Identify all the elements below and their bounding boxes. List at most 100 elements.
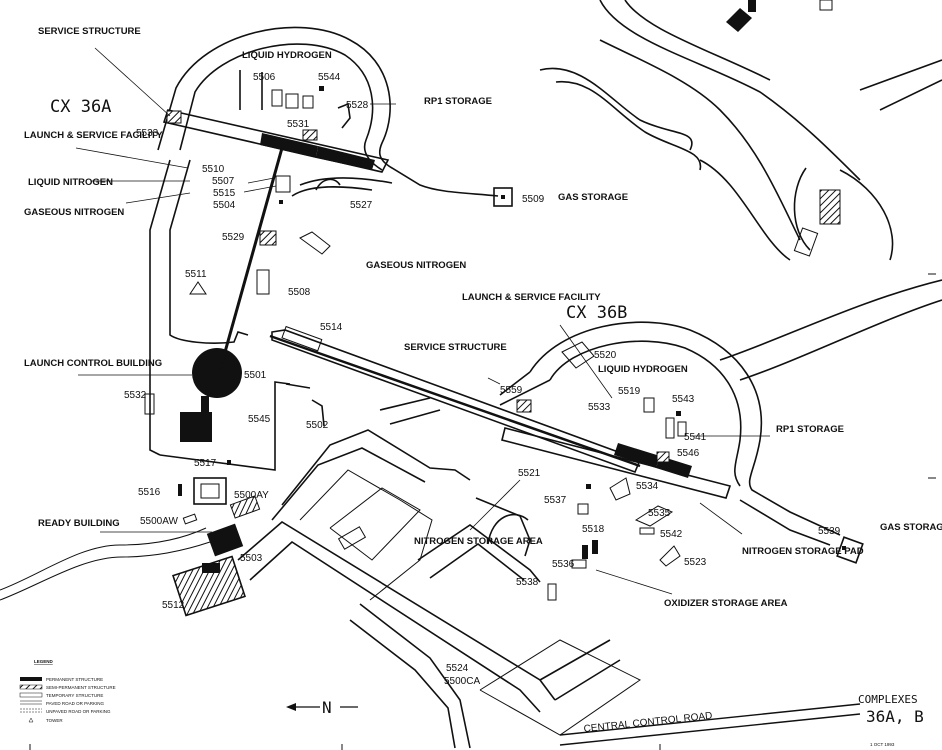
label-5541: 5541 — [684, 432, 707, 443]
label-5501: 5501 — [244, 370, 267, 381]
tower-icon — [28, 717, 34, 723]
label-gaseous-nitrogen-b: GASEOUS NITROGEN — [366, 260, 466, 271]
label-5510: 5510 — [202, 164, 225, 175]
label-liquid-hydrogen-b: LIQUID HYDROGEN — [598, 364, 688, 375]
label-5502: 5502 — [306, 420, 329, 431]
edge-ticks — [29, 273, 936, 750]
label-service-structure-a: SERVICE STRUCTURE — [38, 26, 141, 37]
legend-swatch-semi-permanent — [19, 684, 43, 690]
label-5518: 5518 — [582, 524, 605, 535]
label-5517: 5517 — [194, 458, 217, 469]
pad-36a-lower — [159, 381, 325, 617]
label-5512: 5512 — [162, 600, 185, 611]
label-5503: 5503 — [240, 553, 263, 564]
title-block: COMPLEXES 36A, B 1 OCT 1993 — [858, 693, 924, 747]
label-liquid-hydrogen-a: LIQUID HYDROGEN — [242, 50, 332, 61]
label-5538: 5538 — [516, 577, 539, 588]
legend-swatch-temporary — [19, 692, 43, 698]
label-5504: 5504 — [213, 200, 236, 211]
label-5559: 5559 — [500, 385, 523, 396]
label-5519: 5519 — [618, 386, 641, 397]
pad-36a-outline — [149, 26, 499, 456]
label-5545: 5545 — [248, 414, 271, 425]
label-5515: 5515 — [213, 188, 236, 199]
label-5516: 5516 — [138, 487, 161, 498]
label-5531: 5531 — [287, 119, 310, 130]
label-5529: 5529 — [222, 232, 245, 243]
label-5524: 5524 — [446, 663, 469, 674]
legend-item-tower: TOWER — [46, 718, 63, 723]
label-gas-storage-b: GAS STORAGE — [880, 522, 942, 533]
label-5500ca: 5500CA — [444, 676, 480, 687]
label-5536: 5536 — [552, 559, 575, 570]
title-date: 1 OCT 1993 — [870, 742, 895, 747]
label-5527: 5527 — [350, 200, 373, 211]
label-gas-storage-a: GAS STORAGE — [558, 192, 628, 203]
title-complexes: COMPLEXES — [858, 693, 918, 706]
pad-36a-structures — [189, 70, 351, 295]
label-5514: 5514 — [320, 322, 343, 333]
legend-swatch-permanent — [20, 677, 42, 681]
label-5511: 5511 — [185, 269, 207, 280]
label-5533-b: 5533 — [588, 402, 611, 413]
label-5520: 5520 — [594, 350, 617, 361]
central-roads — [237, 397, 556, 749]
label-rp1-storage-a: RP1 STORAGE — [424, 96, 492, 107]
lower-left-boundary — [0, 527, 211, 601]
label-nitrogen-storage-pad: NITROGEN STORAGE PAD — [742, 546, 864, 557]
launch-control-building — [144, 147, 284, 442]
label-cx-36b: CX 36B — [566, 303, 627, 323]
arrow-left-icon — [286, 703, 296, 711]
legend-item-temporary: TEMPORARY STRUCTURE — [46, 693, 103, 698]
label-5523: 5523 — [684, 557, 707, 568]
label-5528: 5528 — [346, 100, 369, 111]
label-5509: 5509 — [522, 194, 545, 205]
title-complex-numbers: 36A, B — [866, 707, 924, 726]
label-5546: 5546 — [677, 448, 700, 459]
label-5537: 5537 — [544, 495, 567, 506]
label-5533-a: 5533 — [136, 128, 159, 139]
label-5500aw: 5500AW — [140, 516, 179, 527]
label-oxidizer-storage-area: OXIDIZER STORAGE AREA — [664, 598, 788, 609]
legend-item-unpaved-road: UNPAVED ROAD OR PARKING — [46, 709, 111, 714]
label-launch-service-facility-a: LAUNCH & SERVICE FACILITY — [24, 130, 163, 141]
label-ready-building: READY BUILDING — [38, 518, 120, 529]
label-cx-36a: CX 36A — [50, 97, 111, 117]
label-5543: 5543 — [672, 394, 695, 405]
map-labels: CX 36A CX 36B SERVICE STRUCTURE LIQUID H… — [24, 26, 942, 735]
label-liquid-nitrogen: LIQUID NITROGEN — [28, 177, 113, 188]
label-5508: 5508 — [288, 287, 311, 298]
label-launch-service-facility-b: LAUNCH & SERVICE FACILITY — [462, 292, 601, 303]
label-nitrogen-storage-area: NITROGEN STORAGE AREA — [414, 536, 543, 547]
access-road-36b — [269, 325, 642, 474]
legend-title: LEGEND — [34, 659, 54, 664]
pad-36b-rail — [501, 399, 732, 499]
label-launch-control-building: LAUNCH CONTROL BUILDING — [24, 358, 162, 369]
label-rp1-storage-b: RP1 STORAGE — [776, 424, 844, 435]
label-service-structure-b: SERVICE STRUCTURE — [404, 342, 507, 353]
label-5539: 5539 — [818, 526, 841, 537]
legend-item-paved-road: PAVED ROAD OR PARKING — [46, 701, 105, 706]
north-arrow: N — [286, 698, 358, 717]
label-5542: 5542 — [660, 529, 683, 540]
central-control-road — [479, 639, 861, 746]
label-5500ay: 5500AY — [234, 490, 269, 501]
north-label: N — [322, 698, 332, 717]
label-5507: 5507 — [212, 176, 235, 187]
label-5544: 5544 — [318, 72, 341, 83]
pad-36b-outline — [499, 321, 841, 546]
pad-36b-structures — [547, 341, 864, 601]
label-gaseous-nitrogen-a: GASEOUS NITROGEN — [24, 207, 124, 218]
label-5535: 5535 — [648, 508, 671, 519]
label-5532: 5532 — [124, 390, 147, 401]
legend-item-semi-permanent: SEMI-PERMANENT STRUCTURE — [46, 685, 116, 690]
legend: LEGEND PERMANENT STRUCTURE SEMI-PERMANEN… — [19, 659, 116, 723]
gas-storage-5509 — [493, 187, 513, 207]
label-5506: 5506 — [253, 72, 276, 83]
label-5521: 5521 — [518, 468, 541, 479]
upper-right-features — [539, 0, 942, 381]
label-5534: 5534 — [636, 481, 659, 492]
leader-lines — [75, 47, 770, 595]
